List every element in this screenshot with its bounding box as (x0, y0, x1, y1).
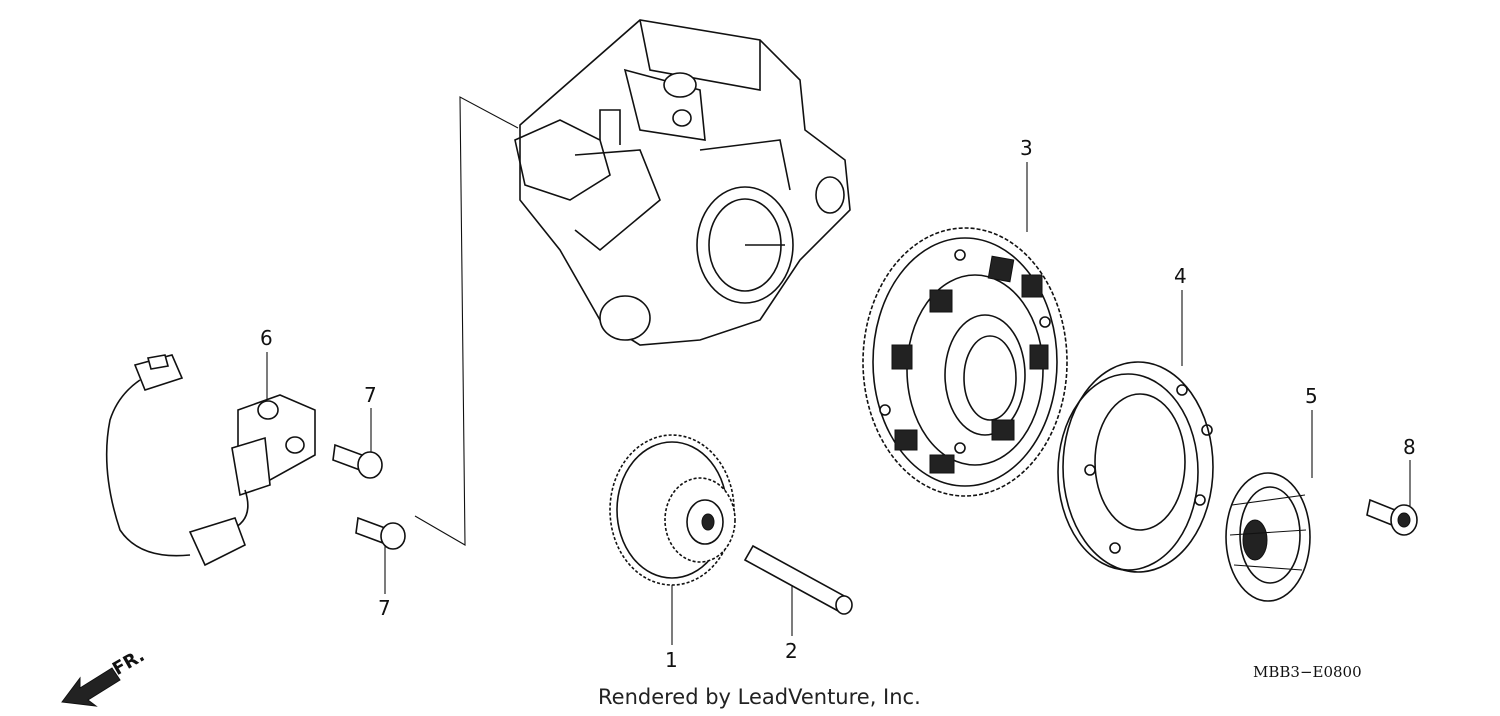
one-way-clutch (1225, 472, 1311, 602)
reduction-gear (609, 434, 736, 586)
callout-1: 1 (665, 648, 678, 672)
callout-2: 2 (785, 639, 798, 663)
callout-8: 8 (1403, 435, 1416, 459)
callout-4: 4 (1174, 264, 1187, 288)
engine-block (514, 19, 851, 346)
front-direction-arrow (61, 667, 121, 707)
callout-6: 6 (260, 326, 273, 350)
diagram-code: MBB3−E0800 (1253, 663, 1362, 681)
leader-bracket (414, 96, 519, 546)
leader-lines (266, 162, 1411, 645)
one-way-clutch-outer (1057, 361, 1214, 573)
bolt-7-lower (355, 516, 406, 550)
credit-text: Rendered by LeadVenture, Inc. (598, 685, 921, 709)
bolt-7-upper (332, 443, 383, 479)
callout-7-upper: 7 (364, 383, 377, 407)
callout-7-lower: 7 (378, 596, 391, 620)
callout-3: 3 (1020, 136, 1033, 160)
reduction-gear-shaft (743, 544, 853, 615)
bolt-8 (1366, 498, 1418, 536)
callout-5: 5 (1305, 384, 1318, 408)
starter-driven-gear (862, 227, 1068, 497)
sensor-with-harness (105, 354, 316, 567)
